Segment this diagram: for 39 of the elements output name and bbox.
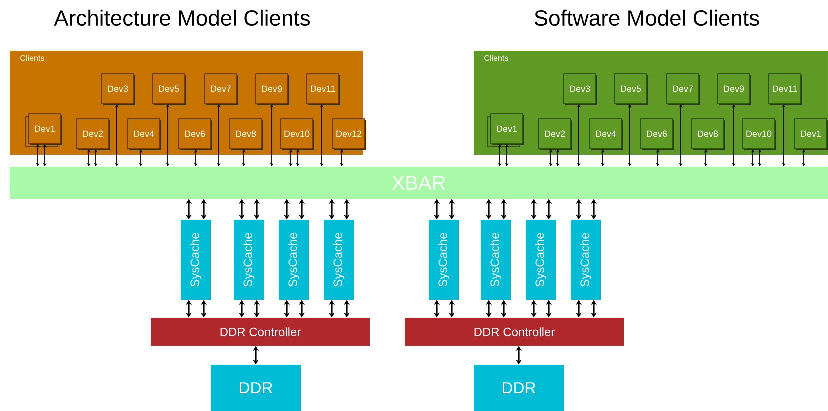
device-box: Dev7 bbox=[204, 74, 238, 106]
cache-box: SysCache bbox=[429, 220, 459, 300]
memory-box: DDR bbox=[211, 364, 301, 411]
controller-box: DDR Controller bbox=[151, 318, 370, 346]
device-box: Dev9 bbox=[718, 74, 752, 106]
device-box: Dev1 bbox=[26, 114, 62, 148]
device-box: Dev8 bbox=[692, 118, 726, 150]
device-box: Dev4 bbox=[128, 118, 162, 150]
memory-box: DDR bbox=[474, 364, 564, 411]
device-box: Dev6 bbox=[640, 118, 674, 150]
cache-box: SysCache bbox=[324, 220, 354, 300]
cache-box: SysCache bbox=[234, 220, 264, 300]
device-box: Dev3 bbox=[564, 74, 598, 106]
device-box: Dev12 bbox=[332, 118, 366, 150]
device-box: Dev3 bbox=[102, 74, 136, 106]
cache-box: SysCache bbox=[571, 220, 601, 300]
heading: Architecture Model Clients bbox=[54, 10, 310, 26]
crossbar-bar: XBAR bbox=[10, 166, 828, 199]
device-box: Dev5 bbox=[614, 74, 648, 106]
device-box: Dev6 bbox=[178, 118, 212, 150]
device-box: Dev7 bbox=[666, 74, 700, 106]
device-box: Dev10 bbox=[742, 118, 776, 150]
device-box: Dev1 bbox=[488, 114, 524, 148]
controller-box: DDR Controller bbox=[405, 318, 624, 346]
device-box: Dev8 bbox=[230, 118, 264, 150]
heading: Software Model Clients bbox=[534, 10, 760, 26]
cache-box: SysCache bbox=[526, 220, 556, 300]
device-box: Dev11 bbox=[306, 74, 340, 106]
cache-box: SysCache bbox=[481, 220, 511, 300]
device-box: Dev1 bbox=[794, 118, 828, 150]
device-box: Dev5 bbox=[152, 74, 186, 106]
device-box: Dev11 bbox=[768, 74, 802, 106]
cache-box: SysCache bbox=[279, 220, 309, 300]
device-box: Dev9 bbox=[256, 74, 290, 106]
device-box: Dev2 bbox=[76, 118, 110, 150]
cache-box: SysCache bbox=[181, 220, 211, 300]
device-box: Dev2 bbox=[538, 118, 572, 150]
device-box: Dev10 bbox=[280, 118, 314, 150]
device-box: Dev4 bbox=[590, 118, 624, 150]
